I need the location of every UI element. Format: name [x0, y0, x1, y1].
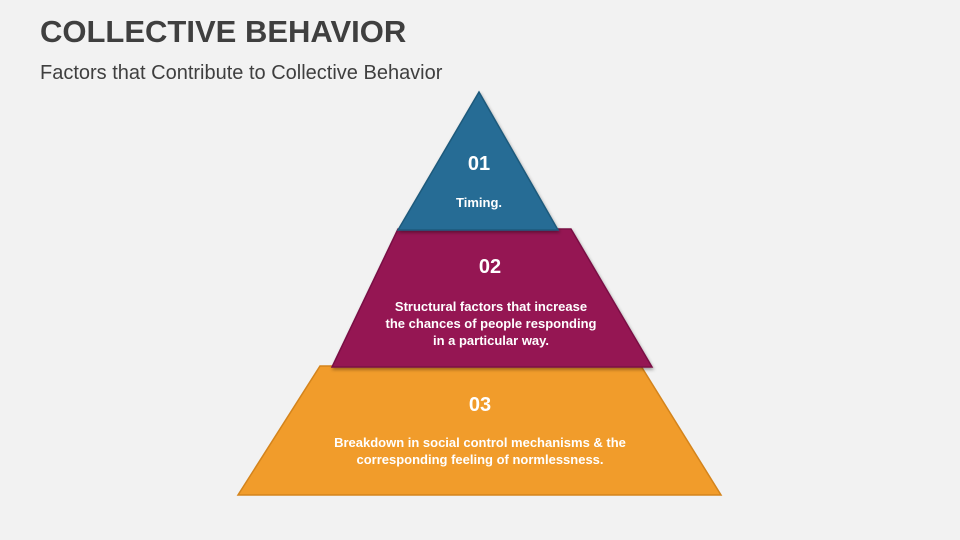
level-3-line-2: corresponding feeling of normlessness. — [356, 452, 604, 467]
slide-subtitle: Factors that Contribute to Collective Be… — [40, 62, 443, 84]
level-3-number: 03 — [468, 394, 492, 416]
level-1-number: 01 — [467, 153, 491, 175]
level-3-line-1: Breakdown in social control mechanisms &… — [334, 435, 626, 450]
level-1-text: Timing. — [456, 195, 502, 210]
slide-title: COLLECTIVE BEHAVIOR — [40, 14, 407, 49]
level-3-text: Breakdown in social control mechanisms &… — [310, 434, 650, 468]
level-2-number: 02 — [478, 256, 502, 278]
pyramid-level-1 — [396, 90, 560, 231]
pyramid-level-3 — [236, 365, 723, 496]
level-2-line-2: the chances of people responding — [385, 316, 597, 331]
level-2-line-1: Structural factors that increase — [394, 299, 588, 314]
level-2-line-3: in a particular way. — [432, 333, 550, 348]
level-2-text: Structural factors that increase the cha… — [371, 298, 611, 349]
